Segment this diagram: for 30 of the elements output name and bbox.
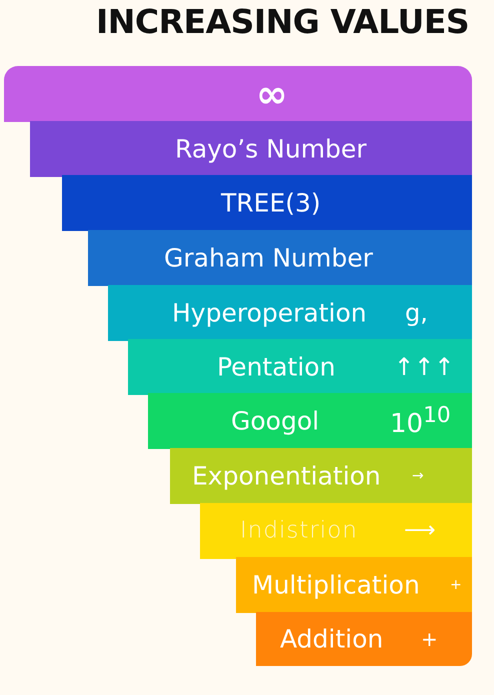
value-name: Multiplication <box>252 572 420 598</box>
operator-symbol: ↑↑↑ <box>394 355 454 379</box>
value-name: Indistrion <box>240 520 358 542</box>
value-band <box>236 557 472 613</box>
value-name: Hyperoperation <box>172 300 367 326</box>
value-name: TREE(3) <box>221 190 321 216</box>
value-band <box>128 339 472 395</box>
operator-symbol: g, <box>405 301 428 325</box>
value-band <box>88 230 472 286</box>
value-band <box>148 393 472 449</box>
operator-symbol: + <box>450 578 462 592</box>
value-band <box>170 448 472 504</box>
value-band <box>4 66 472 122</box>
operator-symbol: 10$^{10}$ <box>390 405 451 437</box>
value-band <box>62 175 472 231</box>
value-name: Graham Number <box>164 246 373 270</box>
value-name: Addition <box>280 626 384 652</box>
value-name: Pentation <box>217 354 336 380</box>
operator-symbol: ⟶ <box>404 520 436 542</box>
title: INCREASING VALUES <box>96 2 470 41</box>
operator-symbol: + <box>421 629 438 649</box>
value-name: Exponentiation <box>192 464 381 488</box>
value-band <box>200 503 472 559</box>
value-band <box>30 121 472 177</box>
value-name: Rayo’s Number <box>175 136 367 162</box>
operator-symbol: → <box>412 469 424 483</box>
value-band <box>108 285 472 341</box>
value-band <box>256 612 472 666</box>
infinity-symbol: ∞ <box>256 75 288 113</box>
value-name: Googol <box>231 408 320 434</box>
